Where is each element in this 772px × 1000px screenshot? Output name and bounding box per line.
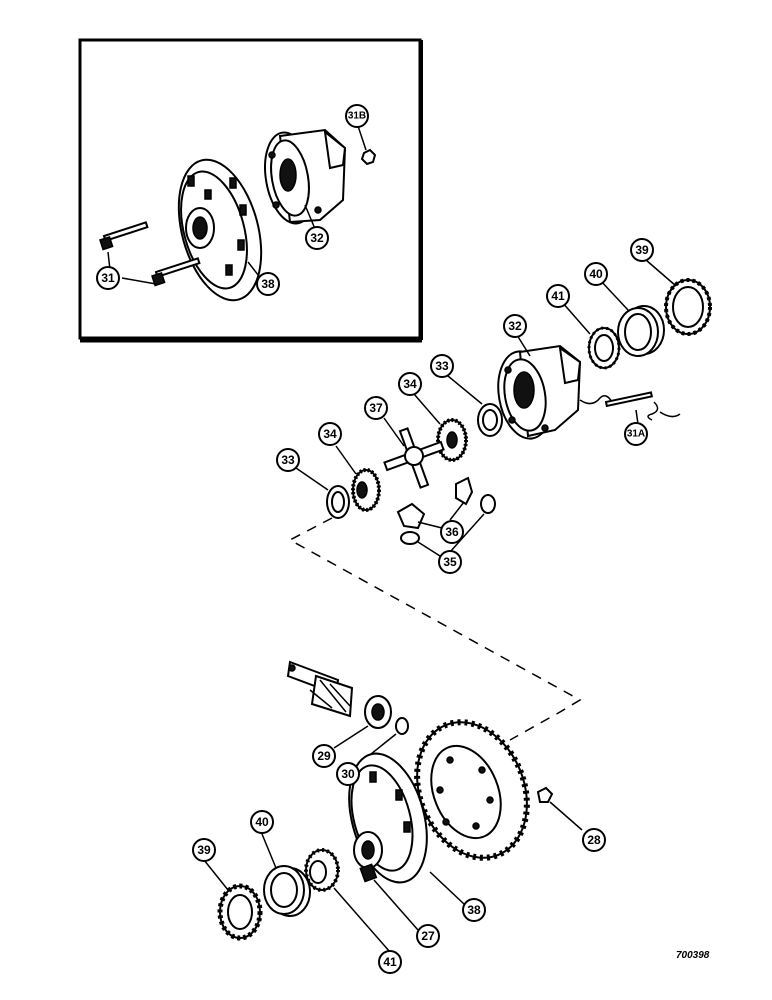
upper-assembly <box>295 259 712 557</box>
bearing-29 <box>364 695 392 729</box>
callout-34-right: 34 <box>398 372 422 396</box>
callout-40-bottom: 40 <box>250 810 274 834</box>
svg-text:38: 38 <box>467 903 481 917</box>
svg-text:40: 40 <box>589 267 603 281</box>
inset-bolt-parts <box>99 221 201 287</box>
callout-33-left: 33 <box>276 448 300 472</box>
svg-text:32: 32 <box>508 319 522 333</box>
svg-text:39: 39 <box>635 243 649 257</box>
callout-33-right: 33 <box>430 354 454 378</box>
svg-text:41: 41 <box>383 955 397 969</box>
callout-41-bottom: 41 <box>378 950 402 974</box>
svg-text:31A: 31A <box>627 429 645 440</box>
callout-37: 37 <box>364 396 388 420</box>
inset-panel <box>78 38 423 343</box>
svg-text:32: 32 <box>310 231 324 245</box>
thrust-washer-33-right <box>477 403 503 437</box>
bearing-cup-39-top <box>664 278 712 336</box>
callout-31a: 31A <box>624 422 648 446</box>
svg-text:28: 28 <box>587 833 601 847</box>
callout-40-top: 40 <box>584 262 608 286</box>
bearing-cup-39-bottom <box>217 883 263 941</box>
bolt-27 <box>359 863 378 883</box>
svg-text:40: 40 <box>255 815 269 829</box>
callout-38-inset: 38 <box>256 272 280 296</box>
pinion-shaft <box>286 660 354 718</box>
svg-text:30: 30 <box>341 767 355 781</box>
callout-34-left: 34 <box>318 422 342 446</box>
svg-text:36: 36 <box>445 525 459 539</box>
differential-case-main <box>497 344 613 440</box>
lower-assembly <box>203 660 583 953</box>
svg-text:33: 33 <box>281 453 295 467</box>
bearing-race-40-bottom <box>263 865 311 917</box>
callout-35: 35 <box>438 550 462 574</box>
spider-37 <box>383 427 445 489</box>
pinion-gears-36 <box>396 476 474 530</box>
callout-29: 29 <box>312 744 336 768</box>
svg-text:34: 34 <box>403 377 417 391</box>
pin-31a <box>604 391 681 421</box>
svg-text:41: 41 <box>551 289 565 303</box>
figure-reference-number: 700398 <box>676 950 710 961</box>
callout-39-top: 39 <box>630 238 654 262</box>
svg-text:31: 31 <box>101 271 115 285</box>
svg-text:33: 33 <box>435 359 449 373</box>
bearing-race-40-top <box>617 305 665 357</box>
side-gear-34-right <box>436 418 468 462</box>
callout-27: 27 <box>416 924 440 948</box>
svg-text:39: 39 <box>197 843 211 857</box>
callout-41-top: 41 <box>546 284 570 308</box>
bearing-cone-41-top <box>587 326 621 370</box>
callout-32-inset: 32 <box>305 226 329 250</box>
svg-text:29: 29 <box>317 749 331 763</box>
thrust-washer-33-left <box>326 485 350 519</box>
nut-28 <box>536 786 554 803</box>
callout-30: 30 <box>336 762 360 786</box>
callout-31-inset: 31 <box>96 266 120 290</box>
inset-case-part <box>264 128 347 225</box>
callout-28: 28 <box>582 828 606 852</box>
svg-text:38: 38 <box>261 277 275 291</box>
side-gear-34-left <box>351 468 381 512</box>
svg-text:34: 34 <box>323 427 337 441</box>
assembly-connector-line <box>288 517 582 741</box>
callout-32-main: 32 <box>503 314 527 338</box>
callout-36: 36 <box>440 520 464 544</box>
inset-nut-part <box>360 148 377 166</box>
bearing-cone-41-bottom <box>304 848 340 892</box>
svg-text:37: 37 <box>369 401 383 415</box>
svg-text:27: 27 <box>421 929 435 943</box>
snap-ring-30 <box>395 717 409 735</box>
svg-text:35: 35 <box>443 555 457 569</box>
washers-35 <box>400 494 496 545</box>
ring-gear <box>414 719 530 861</box>
callout-38-bottom: 38 <box>462 898 486 922</box>
svg-text:31B: 31B <box>348 111 366 122</box>
callout-39-bottom: 39 <box>192 838 216 862</box>
inset-flange-part <box>177 158 263 302</box>
flange-38-bottom <box>348 752 428 884</box>
callout-31b: 31B <box>345 104 369 128</box>
